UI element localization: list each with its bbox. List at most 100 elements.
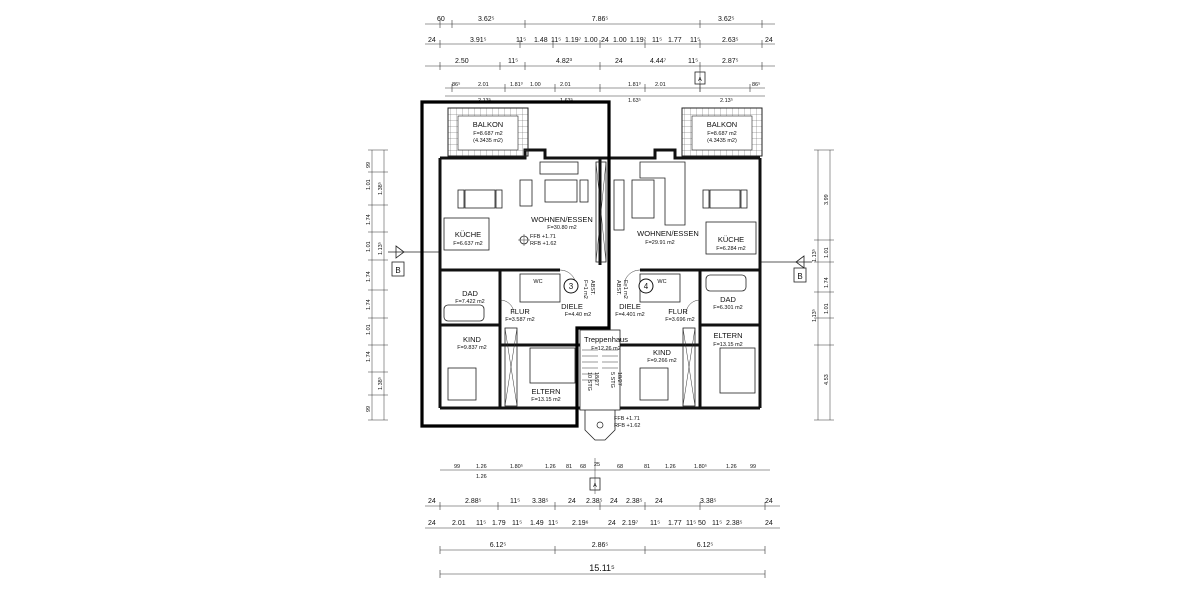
dim-label: 2.86⁵ [592,542,609,549]
unit-number-left: 3 [569,282,574,291]
bottom-dim-labels: 99 1.26 1.26 1.80⁵ 1.26 81 68 25 68 81 1… [428,462,773,573]
dim-label: 1.80⁵ [694,463,707,470]
rooms-right: BALKON F=8.687 m2 (4.3435 m2) WOHNEN/ESS… [615,120,746,364]
unit-markers: 3 4 [563,278,654,294]
dim-label: 3.99 [824,194,830,205]
room-area: F=8.687 m2 [707,131,737,137]
room-area: F=7.422 m2 [455,299,485,305]
dim-label: 1.80⁵ [510,463,523,470]
dim-label: 4.82³ [556,58,573,65]
room-name: ABST. [615,280,621,296]
dim-label: 25 [594,462,600,468]
dim-label: 11⁵ [476,520,486,527]
level-label: RFB +1.62 [614,423,640,429]
dim-label: 1.49 [530,520,544,527]
balcony-right [681,107,763,157]
dim-label: 1.00 [613,37,627,44]
room-name: ABST. [589,280,595,296]
dim-label: 11⁵ [688,58,698,65]
room-name: FLUR [668,307,688,316]
dim-label: 2.50 [455,58,469,65]
dim-label: 1.26 [476,474,487,480]
dim-label: 1.26 [476,464,487,470]
level-label: FFB +1.71 [530,234,556,240]
dim-label: 6.12⁵ [697,542,714,549]
dim-label: 1.77 [668,37,682,44]
dim-label: 24 [610,498,618,505]
dim-label: 2.01 [478,82,489,88]
room-name: BALKON [707,120,737,129]
room-area: F=29.91 m2 [645,240,675,246]
dim-label: 1.19⁷ [630,37,647,44]
room-area: (4.3435 m2) [707,138,737,144]
room-area: F=1 m2 [582,280,588,299]
furniture [443,161,756,407]
dim-label: 2.01 [560,82,571,88]
dim-label: 24 [615,58,623,65]
dim-label: 1.01 [824,303,830,314]
dim-label: 2.19⁶ [572,520,589,527]
dim-label: 11⁵ [652,37,662,44]
room-area: (4.3435 m2) [473,138,503,144]
dim-label: 11⁵ [512,520,522,527]
dim-label: 1.38⁵ [377,182,384,195]
dim-label: 11⁵ [548,520,558,527]
room-name: DIELE [561,302,583,311]
room-area: F=4.40 m2 [565,312,591,318]
dim-label: 1.48 [534,37,548,44]
dim-label: 1.01 [824,247,830,258]
left-dimension-lines: 99 1.01 1.38⁵ 1.74 1.01 1.13⁵ 1.74 1.74 … [366,149,388,421]
stair-area: F=12.26 m2 [591,346,621,352]
dim-label: 24 [428,498,436,505]
dim-label: 1.77 [668,520,682,527]
dim-label: 1.26 [726,464,737,470]
room-name: KÜCHE [455,230,481,239]
dim-label: 24 [608,520,616,527]
room-name: BALKON [473,120,503,129]
rooms-left: BALKON F=8.687 m2 (4.3435 m2) WOHNEN/ESS… [453,120,595,403]
level-label: RFB +1.62 [530,241,556,247]
dim-label: 2.87⁵ [722,58,739,65]
dim-label: 2.01 [655,82,666,88]
section-marker-right: B [760,255,812,283]
balcony-left [447,107,529,157]
dim-label: 11⁵ [510,498,520,505]
dim-label: 3.38⁵ [700,498,717,505]
dim-label: 2.88⁵ [465,498,482,505]
top-dim-labels: 60 3.62⁵ 7.86⁵ 3.62⁵ 24 3.91⁵ 11⁵ 1.48 1… [428,16,773,104]
dim-label: 11⁵ [650,520,660,527]
room-area: F=4.401 m2 [615,312,645,318]
total-width-label: 15.11⁵ [589,563,615,573]
dim-label: 24 [601,37,609,44]
room-area: F=30.80 m2 [547,225,577,231]
dim-label: 24 [765,37,773,44]
section-marker-top: A [694,70,706,92]
top-dimension-lines [425,20,775,97]
dim-label: 68 [617,464,623,470]
dim-label: 6.12⁵ [490,542,507,549]
unit-number-right: 4 [644,282,649,291]
dim-label: 86⁵ [752,81,760,88]
room-name: ELTERN [531,387,560,396]
dim-label: 2.63⁵ [722,37,739,44]
room-area: F=9.837 m2 [457,345,487,351]
level-label: FFB +1.71 [614,416,640,422]
dim-label: 81 [566,464,572,470]
dim-label: 1.13⁵ [377,242,384,255]
room-name: WOHNEN/ESSEN [531,215,593,224]
room-area: F=3.587 m2 [505,317,535,323]
dim-label: 1.26 [665,464,676,470]
room-name: WC [533,279,542,285]
dim-label: 11⁵ [712,520,722,527]
room-area: F=13.15 m2 [713,342,743,348]
room-area: F=9.266 m2 [647,358,677,364]
room-area: F=6.637 m2 [453,241,483,247]
dim-label: 7.86⁵ [592,16,609,23]
dim-label: 3.62⁵ [718,16,735,23]
dim-label: 2.38⁵ [626,498,643,505]
dim-label: 81 [644,464,650,470]
dim-label: 1.00 [584,37,598,44]
dim-label: 11⁵ [516,37,526,44]
dim-label: 11⁵ [551,37,561,44]
